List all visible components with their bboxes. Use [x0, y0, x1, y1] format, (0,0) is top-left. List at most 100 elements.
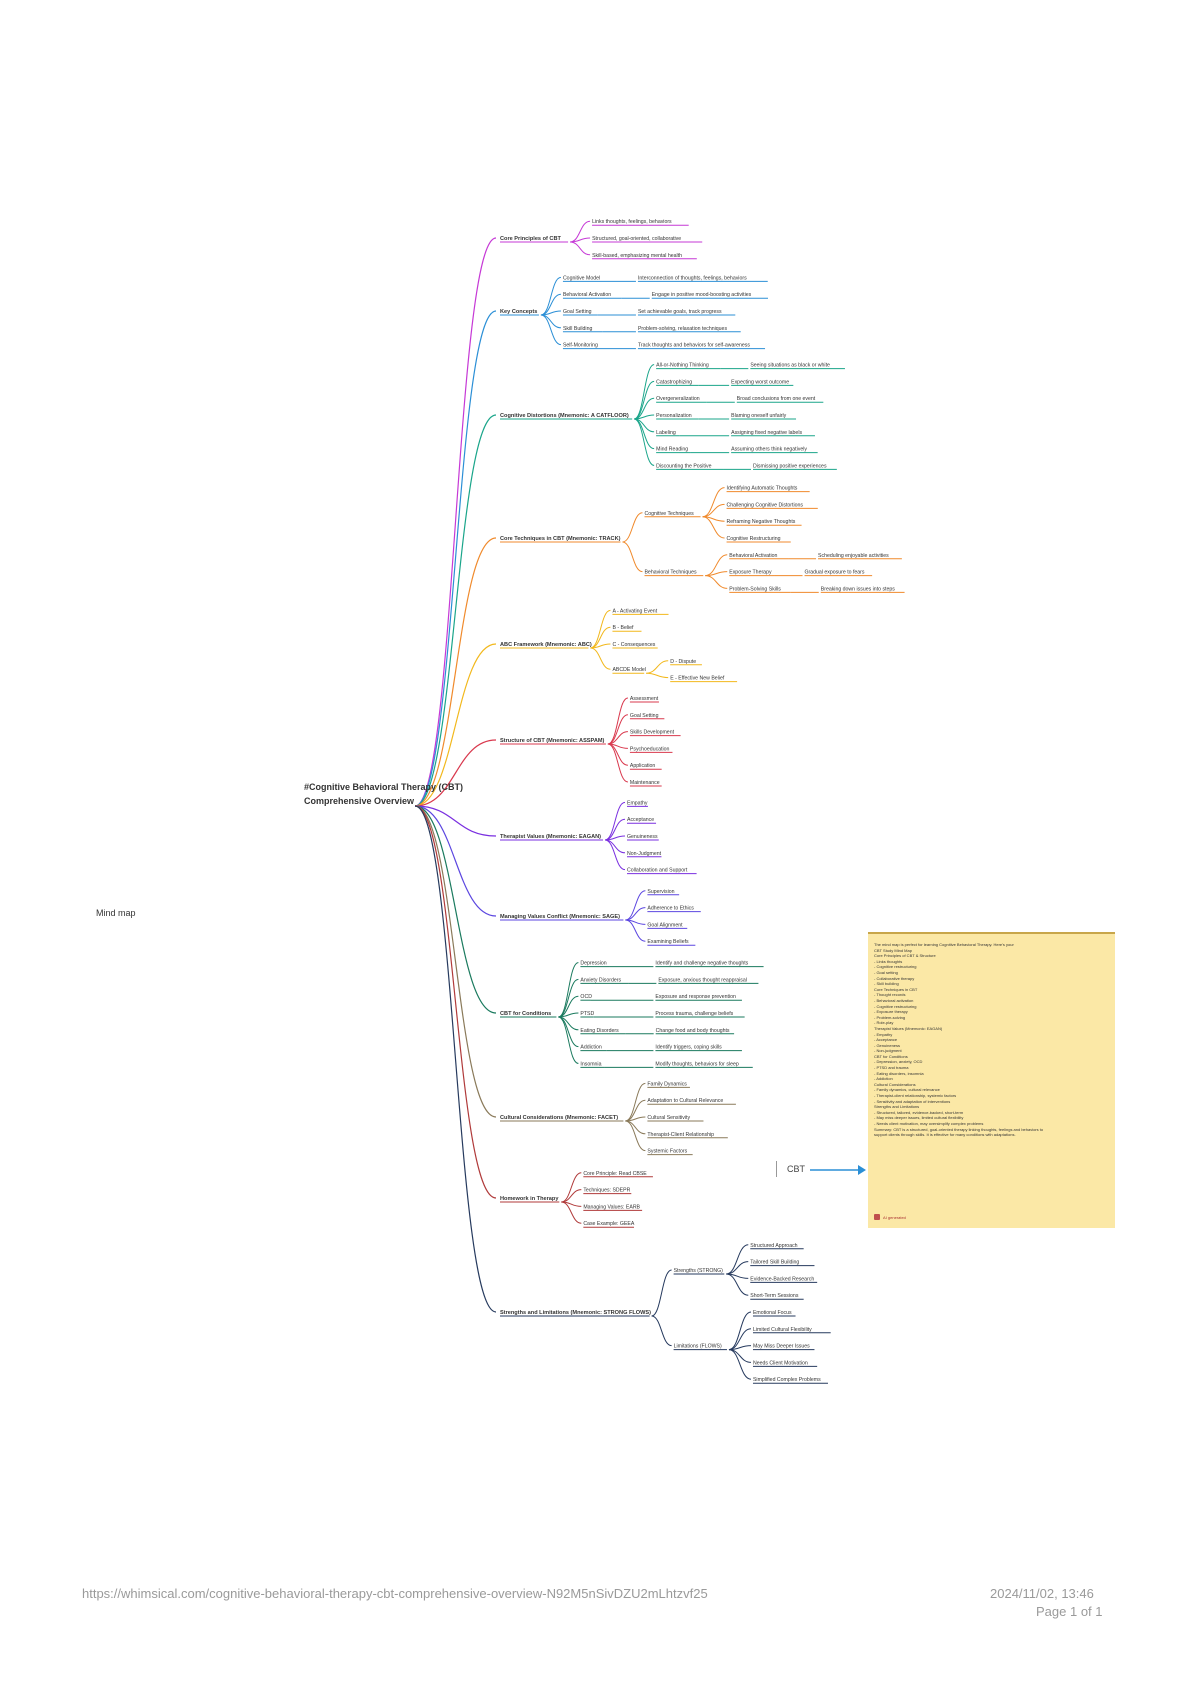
grandchild-node[interactable]: Challenging Cognitive Distortions	[727, 502, 804, 508]
leaf-node[interactable]: Set achievable goals, track progress	[638, 309, 722, 315]
grandchild-node[interactable]: Identifying Automatic Thoughts	[727, 486, 798, 492]
grandchild-node[interactable]: Limited Cultural Flexibility	[753, 1327, 812, 1333]
branch-node[interactable]: Managing Values Conflict (Mnemonic: SAGE…	[500, 914, 620, 920]
child-node[interactable]: Limitations (FLOWS)	[674, 1344, 722, 1350]
branch-node[interactable]: Therapist Values (Mnemonic: EAGAN)	[500, 834, 601, 840]
child-node[interactable]: OCD	[580, 994, 592, 1000]
leaf-node[interactable]: Exposure, anxious thought reappraisal	[658, 977, 747, 983]
grandchild-node[interactable]: E - Effective New Belief	[670, 676, 725, 682]
child-node[interactable]: Anxiety Disorders	[580, 977, 621, 983]
child-node[interactable]: Personalization	[656, 413, 692, 419]
branch-node[interactable]: ABC Framework (Mnemonic: ABC)	[500, 642, 592, 648]
root-node[interactable]: #Cognitive Behavioral Therapy (CBT) Comp…	[304, 782, 464, 806]
grandchild-node[interactable]: Cognitive Restructuring	[727, 536, 781, 542]
branch-node[interactable]: CBT for Conditions	[500, 1011, 551, 1017]
leaf-node[interactable]: Exposure and response prevention	[655, 994, 736, 1000]
child-node[interactable]: Discounting the Positive	[656, 463, 711, 469]
branch-node[interactable]: Cognitive Distortions (Mnemonic: A CATFL…	[500, 413, 629, 419]
note-reference[interactable]: CBT	[776, 1161, 805, 1177]
child-node[interactable]: Adherence to Ethics	[647, 906, 694, 912]
child-node[interactable]: Core Principle: Read CBSE	[583, 1171, 647, 1177]
child-node[interactable]: Depression	[580, 961, 606, 967]
grandchild-node[interactable]: Emotional Focus	[753, 1310, 792, 1316]
leaf-node[interactable]: Breaking down issues into steps	[821, 586, 896, 592]
leaf-node[interactable]: Scheduling enjoyable activities	[818, 553, 889, 559]
child-node[interactable]: Structured, goal-oriented, collaborative	[592, 236, 681, 242]
branch-node[interactable]: Core Techniques in CBT (Mnemonic: TRACK)	[500, 536, 621, 542]
grandchild-node[interactable]: May Miss Deeper Issues	[753, 1344, 810, 1350]
child-node[interactable]: Skill-based, emphasizing mental health	[592, 253, 682, 259]
leaf-node[interactable]: Assuming others think negatively	[731, 447, 807, 453]
child-node[interactable]: Techniques: SDEPR	[583, 1188, 630, 1194]
child-node[interactable]: Case Example: GEEA	[583, 1221, 635, 1227]
child-node[interactable]: Catastrophizing	[656, 379, 692, 385]
child-node[interactable]: ABCDE Model	[612, 667, 645, 673]
grandchild-node[interactable]: Evidence-Backed Research	[750, 1276, 814, 1282]
child-node[interactable]: Labeling	[656, 430, 676, 436]
grandchild-node[interactable]: Short-Term Sessions	[750, 1293, 799, 1299]
leaf-node[interactable]: Process trauma, challenge beliefs	[655, 1011, 733, 1017]
child-node[interactable]: Collaboration and Support	[627, 868, 688, 874]
child-node[interactable]: Goal Alignment	[647, 922, 683, 928]
leaf-node[interactable]: Seeing situations as black or white	[750, 363, 830, 369]
child-node[interactable]: B - Belief	[612, 625, 634, 631]
leaf-node[interactable]: Track thoughts and behaviors for self-aw…	[638, 343, 750, 349]
leaf-node[interactable]: Problem-solving, relaxation techniques	[638, 326, 728, 332]
child-node[interactable]: Application	[630, 763, 655, 769]
child-node[interactable]: Supervision	[647, 889, 674, 895]
child-node[interactable]: Maintenance	[630, 780, 660, 786]
grandchild-node[interactable]: Exposure Therapy	[729, 570, 772, 576]
branch-node[interactable]: Structure of CBT (Mnemonic: ASSPAM)	[500, 738, 605, 744]
child-node[interactable]: Addiction	[580, 1045, 601, 1051]
leaf-node[interactable]: Gradual exposure to fears	[805, 570, 865, 576]
leaf-node[interactable]: Assigning fixed negative labels	[731, 430, 802, 436]
child-node[interactable]: Skills Development	[630, 730, 675, 736]
child-node[interactable]: Behavioral Techniques	[644, 570, 697, 576]
child-node[interactable]: Empathy	[627, 800, 648, 806]
leaf-node[interactable]: Dismissing positive experiences	[753, 463, 827, 469]
child-node[interactable]: Eating Disorders	[580, 1028, 619, 1034]
child-node[interactable]: Self-Monitoring	[563, 343, 598, 349]
leaf-node[interactable]: Blaming oneself unfairly	[731, 413, 786, 419]
child-node[interactable]: Goal Setting	[630, 713, 659, 719]
leaf-node[interactable]: Identify and challenge negative thoughts	[655, 961, 748, 967]
child-node[interactable]: Genuineness	[627, 834, 658, 840]
grandchild-node[interactable]: Simplified Complex Problems	[753, 1377, 821, 1383]
child-node[interactable]: Cultural Sensitivity	[647, 1115, 690, 1121]
child-node[interactable]: A - Activating Event	[612, 608, 657, 614]
child-node[interactable]: Overgeneralization	[656, 396, 700, 402]
leaf-node[interactable]: Identify triggers, coping skills	[655, 1045, 722, 1051]
leaf-node[interactable]: Interconnection of thoughts, feelings, b…	[638, 275, 747, 281]
branch-node[interactable]: Core Principles of CBT	[500, 236, 562, 242]
child-node[interactable]: Cognitive Model	[563, 275, 600, 281]
child-node[interactable]: Behavioral Activation	[563, 292, 611, 298]
grandchild-node[interactable]: Reframing Negative Thoughts	[727, 519, 796, 525]
grandchild-node[interactable]: Behavioral Activation	[729, 553, 777, 559]
child-node[interactable]: Acceptance	[627, 817, 654, 823]
child-node[interactable]: Assessment	[630, 696, 659, 702]
sticky-note[interactable]: The mind map is perfect for learning Cog…	[868, 932, 1115, 1228]
child-node[interactable]: Strengths (STRONG)	[674, 1268, 724, 1274]
child-node[interactable]: Insomnia	[580, 1061, 601, 1067]
grandchild-node[interactable]: Tailored Skill Building	[750, 1260, 799, 1266]
branch-node[interactable]: Cultural Considerations (Mnemonic: FACET…	[500, 1115, 618, 1121]
leaf-node[interactable]: Expecting worst outcome	[731, 379, 789, 385]
child-node[interactable]: Therapist-Client Relationship	[647, 1132, 714, 1138]
grandchild-node[interactable]: Structured Approach	[750, 1243, 797, 1249]
child-node[interactable]: C - Consequences	[612, 642, 655, 648]
child-node[interactable]: Non-Judgment	[627, 851, 662, 857]
branch-node[interactable]: Homework in Therapy	[500, 1196, 559, 1202]
leaf-node[interactable]: Engage in positive mood-boosting activit…	[652, 292, 752, 298]
child-node[interactable]: PTSD	[580, 1011, 594, 1017]
child-node[interactable]: Family Dynamics	[647, 1081, 687, 1087]
child-node[interactable]: Psychoeducation	[630, 746, 670, 752]
branch-node[interactable]: Strengths and Limitations (Mnemonic: STR…	[500, 1310, 651, 1316]
child-node[interactable]: All-or-Nothing Thinking	[656, 363, 709, 369]
leaf-node[interactable]: Change food and body thoughts	[656, 1028, 730, 1034]
leaf-node[interactable]: Modify thoughts, behaviors for sleep	[655, 1061, 738, 1067]
child-node[interactable]: Adaptation to Cultural Relevance	[647, 1098, 723, 1104]
grandchild-node[interactable]: Problem-Solving Skills	[729, 586, 781, 592]
child-node[interactable]: Goal Setting	[563, 309, 592, 315]
child-node[interactable]: Mind Reading	[656, 447, 688, 453]
leaf-node[interactable]: Broad conclusions from one event	[737, 396, 816, 402]
